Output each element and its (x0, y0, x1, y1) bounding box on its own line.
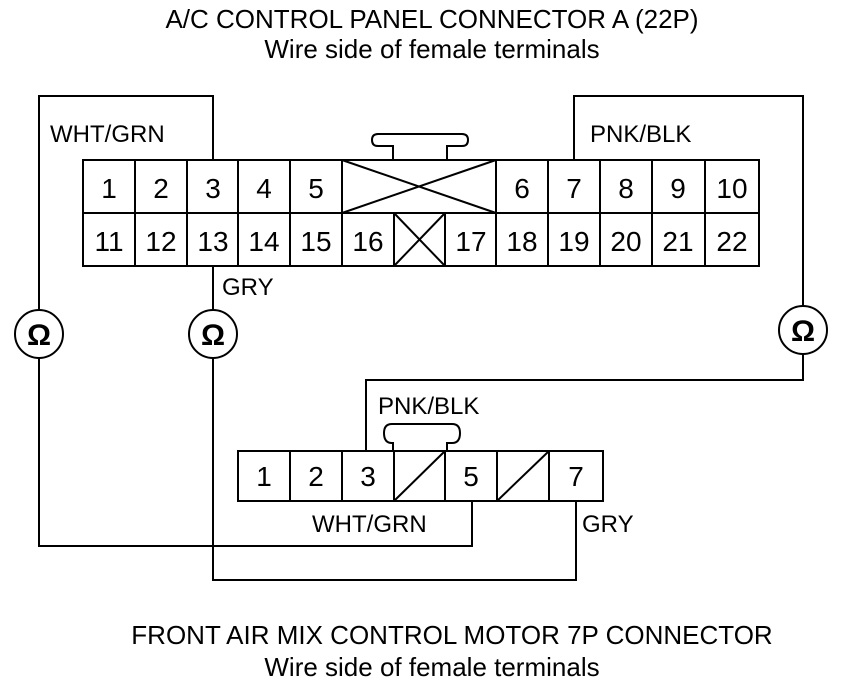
pin-a-12: 12 (145, 226, 176, 257)
pin-b-5: 5 (463, 461, 479, 492)
wire-label-pnk-blk-bottom: PNK/BLK (378, 393, 479, 420)
connector-b-body (237, 450, 604, 502)
wire-pnk-blk-upper (573, 95, 804, 306)
wire-wht-grn-lower (38, 358, 473, 547)
wire-label-wht-grn-bottom: WHT/GRN (312, 511, 427, 538)
wire-label-gry-bottom: GRY (582, 511, 634, 538)
pin-a-2: 2 (153, 173, 169, 204)
pin-a-21: 21 (662, 226, 693, 257)
connector-a-title: A/C CONTROL PANEL CONNECTOR A (22P) (165, 4, 699, 34)
pin-a-20: 20 (610, 226, 641, 257)
pin-a-6: 6 (514, 173, 530, 204)
pin-a-15: 15 (300, 226, 331, 257)
ohm-icon: Ω (201, 319, 225, 352)
pin-a-1: 1 (101, 173, 117, 204)
connector-b-subtitle: Wire side of female terminals (264, 652, 600, 682)
pin-b-1: 1 (256, 461, 272, 492)
pin-a-9: 9 (670, 173, 686, 204)
pin-a-4: 4 (256, 173, 272, 204)
pin-a-7: 7 (566, 173, 582, 204)
pin-b-2: 2 (308, 461, 324, 492)
pin-a-8: 8 (618, 173, 634, 204)
ohm-icon: Ω (791, 315, 815, 348)
pin-a-10: 10 (716, 173, 747, 204)
pin-a-17: 17 (455, 226, 486, 257)
wire-label-gry-top: GRY (222, 274, 274, 301)
wire-wht-grn-upper (38, 95, 214, 310)
pin-a-22: 22 (716, 226, 747, 257)
pin-a-5: 5 (308, 173, 324, 204)
wire-label-wht-grn-top: WHT/GRN (50, 121, 165, 148)
ohmmeter-middle (188, 309, 238, 359)
pin-a-14: 14 (248, 226, 279, 257)
pin-b-7: 7 (568, 461, 584, 492)
connector-b-title: FRONT AIR MIX CONTROL MOTOR 7P CONNECTOR (131, 620, 773, 650)
connector-a-subtitle: Wire side of female terminals (264, 34, 600, 64)
wire-label-pnk-blk-top: PNK/BLK (590, 121, 691, 148)
wire-pnk-blk-lower (365, 354, 804, 451)
wire-gry-lower (212, 358, 577, 581)
pin-a-18: 18 (506, 226, 537, 257)
pin-a-16: 16 (352, 226, 383, 257)
pin-a-11: 11 (94, 226, 123, 257)
ohmmeter-right (778, 305, 828, 355)
ohmmeter-left (14, 309, 64, 359)
pin-a-13: 13 (197, 226, 228, 257)
pin-b-3: 3 (360, 461, 376, 492)
pin-a-3: 3 (205, 173, 221, 204)
ohm-icon: Ω (27, 319, 51, 352)
pin-a-19: 19 (558, 226, 589, 257)
